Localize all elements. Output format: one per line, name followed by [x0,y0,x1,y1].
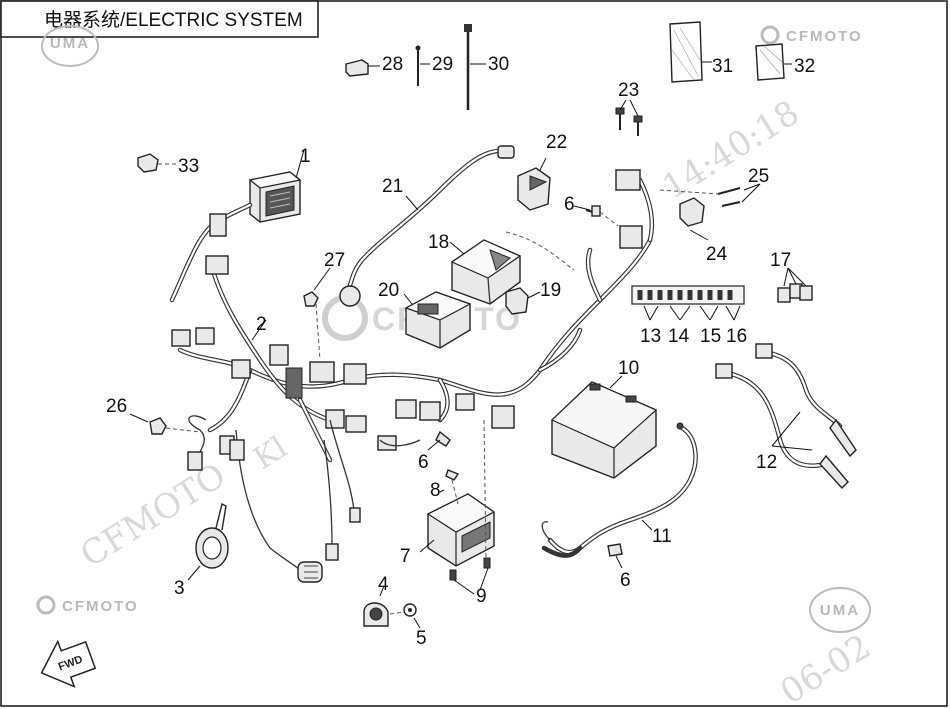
part-12-o2-sensors [715,343,857,490]
label-2: 2 [256,314,267,335]
uma-logo-top: UMA [41,25,99,67]
uma-logo-bottom: UMA [809,587,871,633]
label-33: 33 [178,156,199,177]
part-2-main-harness [169,169,655,463]
label-13: 13 [640,326,661,347]
label-15: 15 [700,326,721,347]
label-32: 32 [794,56,815,77]
part-3-horn [187,502,229,581]
label-21: 21 [382,176,403,197]
label-24: 24 [706,244,728,265]
label-12: 12 [756,452,777,473]
part-24-sensor [679,197,709,241]
label-28: 28 [382,54,403,75]
label-25: 25 [748,166,769,187]
part-7-controller [419,493,496,567]
label-7: 7 [400,546,411,567]
part-18-control-unit [449,231,575,305]
part-29-cable-tie [415,45,430,86]
part-8-bolt [439,469,460,505]
part-27-clip [303,267,331,361]
label-29: 29 [432,54,453,75]
part-21-cable [339,145,515,307]
part-17-relays [777,267,813,303]
label-23: 23 [618,80,639,101]
part-9-fasteners [449,419,491,595]
part-28-clip [345,59,380,77]
label-26: 26 [106,396,127,417]
label-27: 27 [324,250,345,271]
part-23-screws [615,99,643,136]
label-17: 17 [770,250,791,271]
part-11-battery-cable [541,422,698,558]
front-direction-arrow: FWD [40,639,97,688]
svg-text:CFMOTO: CFMOTO [786,28,863,45]
cfmoto-logo-left: CFMOTO [36,595,139,615]
part-22-connector [517,157,551,211]
part-2-branch-wires [187,415,421,571]
label-31: 31 [712,56,733,77]
label-11: 11 [652,526,672,547]
label-4: 4 [378,574,389,595]
label-6-top: 6 [564,194,575,215]
callout-labels: 1 2 3 4 5 6 6 6 7 8 9 10 11 12 13 14 15 … [106,54,815,649]
watermark-date: 06-02 [774,627,878,709]
label-16: 16 [726,326,747,347]
label-22: 22 [546,132,567,153]
label-6-middle: 6 [418,452,429,473]
label-30: 30 [488,54,509,75]
label-14: 14 [668,326,690,347]
svg-text:UMA: UMA [820,602,860,619]
part-32-label [755,43,792,81]
part-6-bolt-a [585,205,619,227]
part-4-switch [363,585,389,627]
part-33-clip [137,153,176,173]
part-13-16-fuse-strip [631,285,745,321]
label-18: 18 [428,232,449,253]
part-6-bolt-b [427,430,451,451]
part-31-label [669,21,712,83]
part-26-nut [129,413,201,435]
svg-text:UMA: UMA [50,35,90,52]
part-10-battery [550,375,658,479]
part-5-washer [389,603,421,629]
part-1-fuse-box [248,149,305,223]
part-19-connector [505,287,541,315]
part-20-module [403,291,472,349]
label-10: 10 [618,358,639,379]
label-19: 19 [540,280,561,301]
cfmoto-logo-top: CFMOTO [760,25,863,45]
part-25-bolts [659,183,761,207]
svg-text:CFMOTO: CFMOTO [62,598,139,615]
title-box: 电器系统/ELECTRIC SYSTEM [0,0,319,38]
part-30-long-cable-tie [464,24,486,110]
label-6-bottom: 6 [620,570,631,591]
label-1: 1 [300,146,311,167]
leader-6a [573,205,591,211]
label-8: 8 [430,480,441,501]
part-6-bolt-c [607,543,623,569]
label-20: 20 [378,280,399,301]
label-5: 5 [416,628,427,649]
watermark-k: Kl [248,430,294,477]
label-9: 9 [476,586,487,607]
label-3: 3 [174,578,185,599]
part-sensor-left [297,561,323,583]
diagram-title: 电器系统/ELECTRIC SYSTEM [44,9,303,31]
